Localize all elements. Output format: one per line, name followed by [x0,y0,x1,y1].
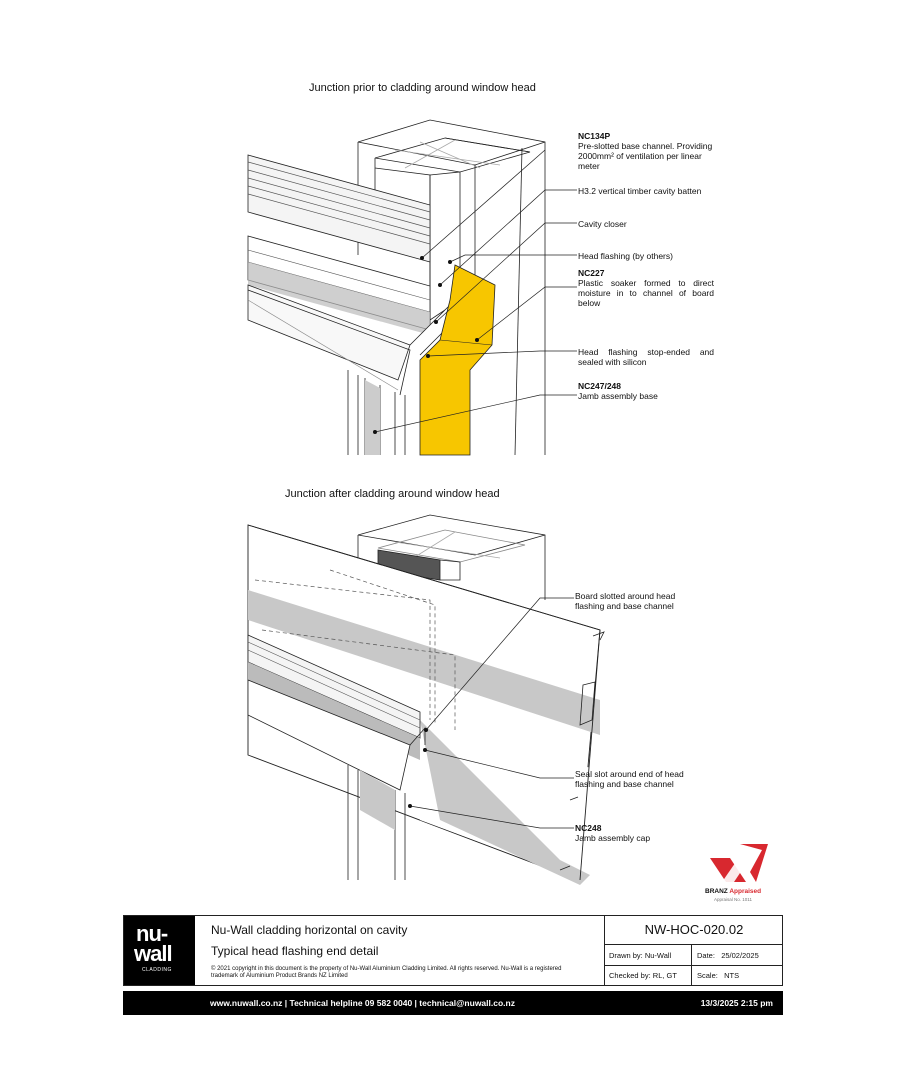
branz-logo-icon [710,844,768,882]
diagram-2-title: Junction after cladding around window he… [285,488,500,500]
nu-wall-logo: nu- wall CLADDING [124,916,195,985]
jamb-assembly-2 [347,765,406,880]
branz-appraised-badge: BRANZ Appraised Appraisal No. 1011 [700,842,780,904]
branz-appraisal-number: Appraisal No. 1011 [714,897,752,902]
head-flashing [247,284,456,396]
label-board-slotted: Board slotted around head flashing and b… [575,591,676,611]
label-plastic-soaker: NC227 Plastic soaker formed to direct mo… [578,268,714,308]
cladding-board [247,524,605,885]
drawing-series-title: Nu-Wall cladding horizontal on cavity [211,923,408,937]
base-channel [247,154,431,335]
date-field: Date: 25/02/2025 [697,951,759,960]
label-seal-slot: Seal slot around end of head flashing an… [575,769,684,789]
drawing-number: NW-HOC-020.02 [605,916,783,945]
print-timestamp: 13/3/2025 2:15 pm [700,998,773,1008]
hidden-lines [254,569,456,730]
jamb-assembly [347,370,406,455]
copyright-notice: © 2021 copyright in this document is the… [211,966,562,979]
label-cavity-batten: H3.2 vertical timber cavity batten [578,186,702,196]
drawn-by: Drawn by: Nu-Wall [609,951,672,960]
label-head-flashing: Head flashing (by others) [578,251,673,261]
label-jamb-base: NC247/248 Jamb assembly base [578,381,658,401]
checked-row: Checked by: RL, GT Scale: NTS [605,965,783,985]
contact-info: www.nuwall.co.nz | Technical helpline 09… [210,998,515,1008]
drawing-title: Typical head flashing end detail [211,944,379,958]
diagram-1-title: Junction prior to cladding around window… [309,82,536,94]
label-jamb-cap: NC248 Jamb assembly cap [575,823,651,843]
title-block-info: NW-HOC-020.02 Drawn by: Nu-Wall Date: 25… [604,916,783,985]
footer-bar: www.nuwall.co.nz | Technical helpline 09… [123,991,783,1015]
label-cavity-closer: Cavity closer [578,219,627,229]
leader-lines-2 [409,597,574,829]
stud-framing [357,119,546,456]
title-block: nu- wall CLADDING Nu-Wall cladding horiz… [123,915,783,986]
plastic-soaker [419,264,496,456]
scale-field: Scale: NTS [697,971,740,980]
label-base-channel: NC134P Pre-slotted base channel. Providi… [578,131,713,171]
label-flashing-stop-ended: Head flashing stop-ended and sealed with… [578,347,714,367]
checked-by: Checked by: RL, GT [609,971,677,980]
title-block-main: Nu-Wall cladding horizontal on cavity Ty… [195,916,604,985]
branz-text: BRANZ Appraised [705,888,762,895]
leader-lines-1 [374,149,577,433]
drawn-row: Drawn by: Nu-Wall Date: 25/02/2025 [605,945,783,966]
base-channel-2 [247,634,426,791]
